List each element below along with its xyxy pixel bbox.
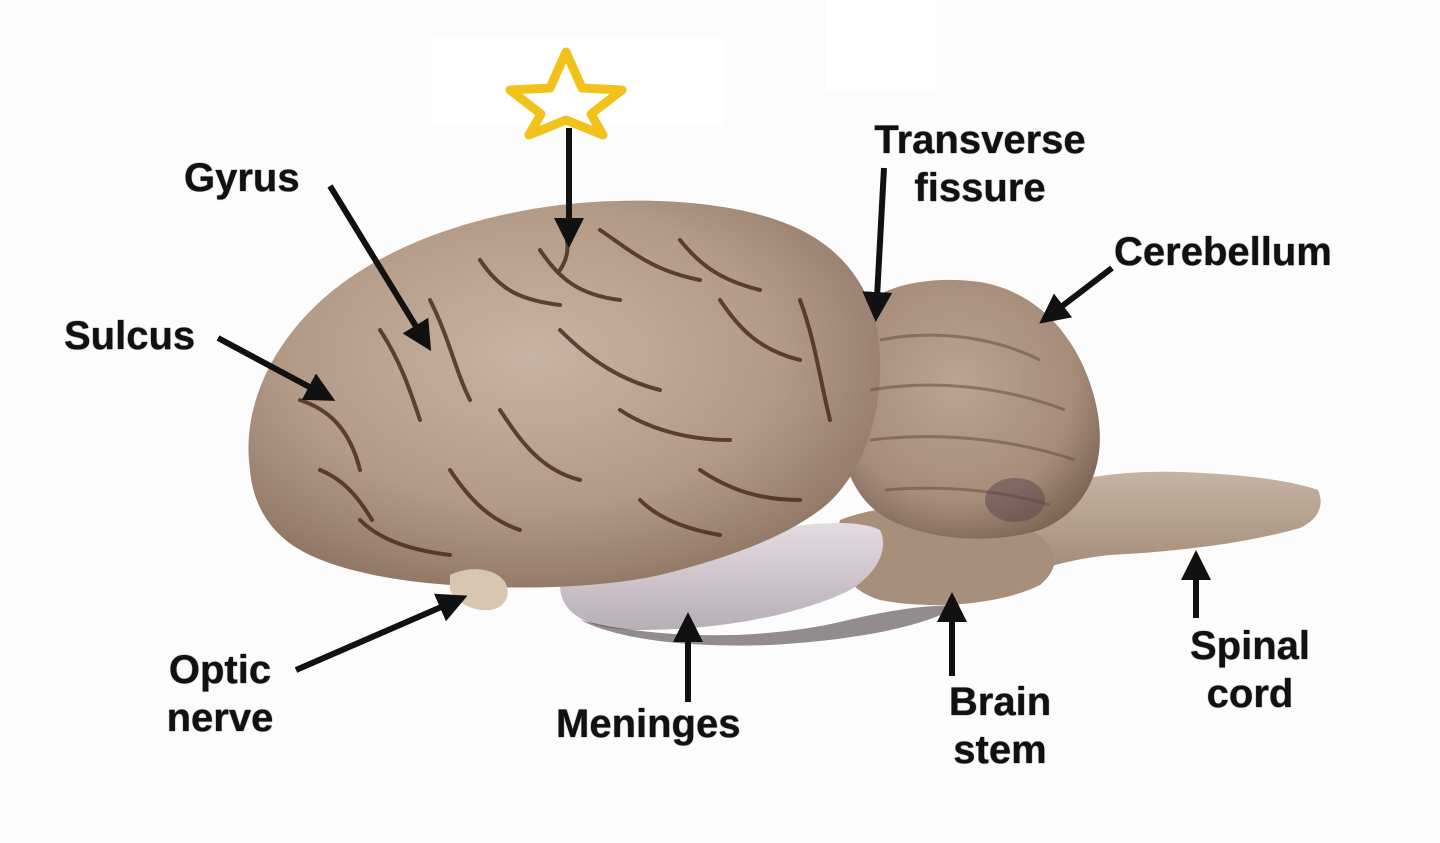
arrow-cerebellum [1039, 265, 1114, 324]
label-optic-nerve: Optic nerve [148, 646, 292, 742]
star-icon [505, 47, 627, 140]
label-optic-nerve-line-1: Optic [168, 648, 272, 692]
label-brain-stem-line-2: stem [953, 728, 1047, 772]
label-brain-stem-line-1: Brain [948, 680, 1052, 724]
arrow-sulcus [216, 335, 336, 401]
background-patch [826, 0, 936, 90]
cerebellum-shadow [985, 478, 1045, 522]
label-spinal-cord-line-2: cord [1206, 672, 1294, 716]
label-transverse-fissure-line-2: fissure [914, 166, 1046, 210]
arrow-gyrus [327, 184, 432, 352]
sulci-grooves [298, 218, 832, 557]
label-spinal-cord-line-1: Spinal [1189, 624, 1311, 668]
meninges-shape [560, 523, 884, 630]
arrow-transverse-fissure [862, 167, 893, 322]
label-gyrus: Gyrus [184, 156, 300, 200]
label-meninges: Meninges [556, 702, 741, 746]
cerebellum-shape [839, 279, 1100, 539]
arrow-optic-nerve [294, 593, 468, 673]
label-sulcus: Sulcus [64, 314, 196, 358]
label-transverse-fissure: Transverse fissure [852, 116, 1108, 212]
label-cerebellum: Cerebellum [1114, 230, 1332, 274]
label-optic-nerve-line-2: nerve [166, 696, 274, 740]
label-spinal-cord: Spinal cord [1172, 622, 1328, 718]
leader-arrows [216, 128, 1211, 702]
label-brain-stem: Brain stem [930, 678, 1070, 774]
cerebrum-shape [248, 200, 881, 588]
label-transverse-fissure-line-1: Transverse [874, 118, 1086, 162]
